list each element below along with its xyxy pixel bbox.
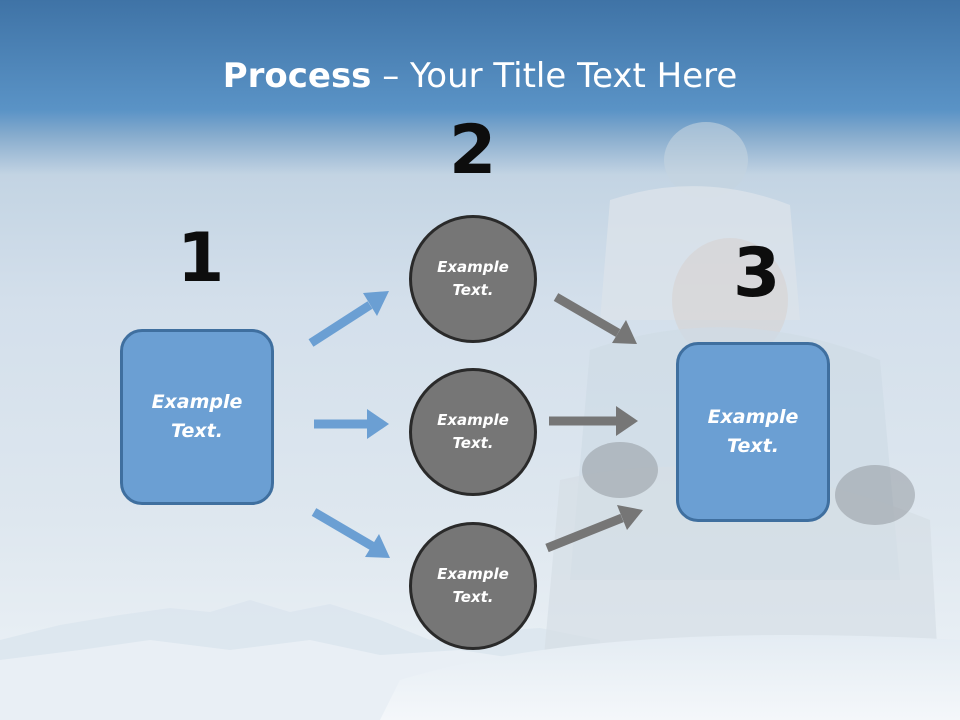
circle-top-label: Example Text. <box>437 258 509 299</box>
slide-title: Process – Your Title Text Here <box>0 54 960 98</box>
circle-bottom-label: Example Text. <box>437 565 509 606</box>
title-bold: Process <box>222 56 372 96</box>
step-number-3: 3 <box>733 234 781 313</box>
step-2-circle-bottom: Example Text. <box>409 522 537 650</box>
step-1-label: Example Text. <box>151 391 243 442</box>
step-number-2: 2 <box>449 111 497 190</box>
title-rest: – Your Title Text Here <box>371 56 738 96</box>
step-2-circle-middle: Example Text. <box>409 368 537 496</box>
step-1-box: Example Text. <box>120 329 274 505</box>
circle-middle-label: Example Text. <box>437 411 509 452</box>
step-number-1: 1 <box>177 219 225 298</box>
step-3-label: Example Text. <box>707 406 799 457</box>
step-2-circle-top: Example Text. <box>409 215 537 343</box>
step-3-box: Example Text. <box>676 342 830 522</box>
